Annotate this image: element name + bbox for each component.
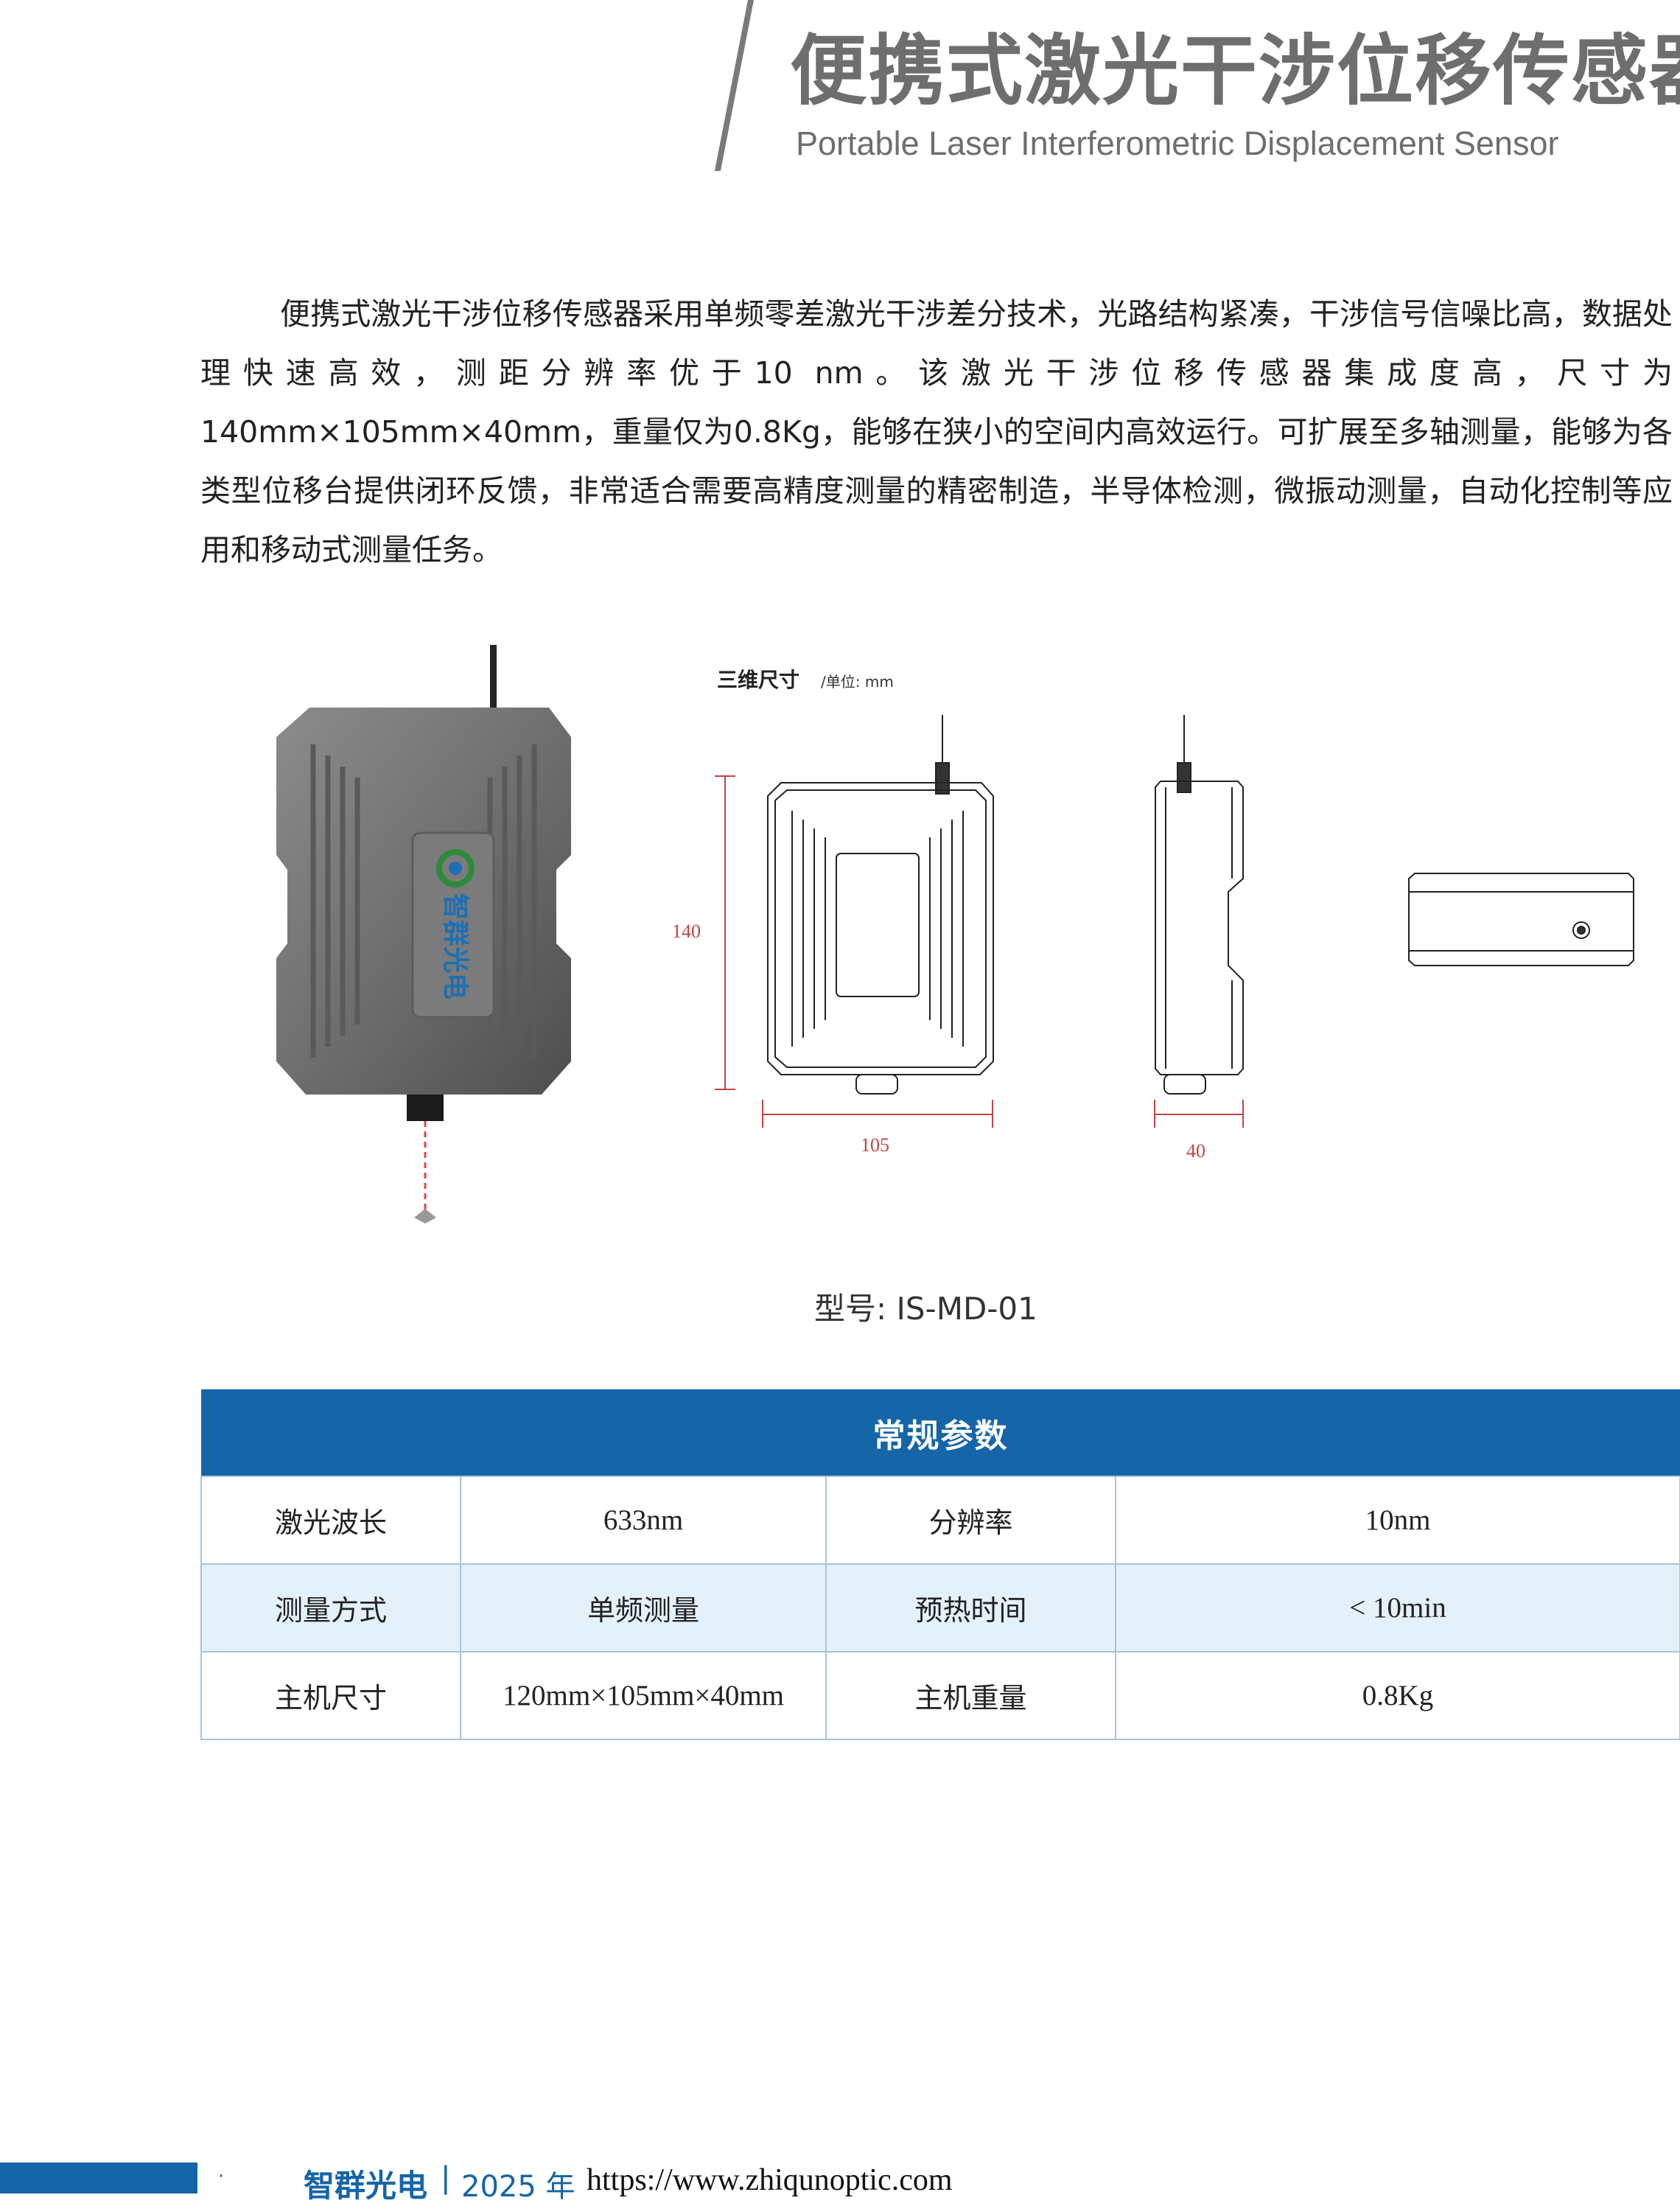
footer-year: 2025 年 (461, 2170, 575, 2204)
param-value: 120mm×105mm×40mm (460, 1651, 827, 1740)
table-row: 主机尺寸 120mm×105mm×40mm 主机重量 0.8Kg (200, 1651, 1680, 1740)
param-label: 激光波长 (200, 1476, 461, 1565)
footer-url-link[interactable]: https://www.zhiqunoptic.com (587, 2163, 953, 2197)
param-label: 测量方式 (200, 1563, 461, 1652)
page-title: 便携式激光干涉位移传感器 (790, 26, 1680, 116)
param-label: 预热时间 (825, 1563, 1116, 1652)
param-label: 主机尺寸 (200, 1651, 461, 1740)
device-logo-text: 智群光电 (440, 893, 470, 999)
footer-brand: 智群光电 (304, 2168, 428, 2204)
param-value: < 10min (1115, 1563, 1680, 1652)
table-row: 激光波长 633nm 分辨率 10nm (200, 1476, 1680, 1565)
top-view (1408, 873, 1634, 966)
footer-dots: · · (218, 2165, 391, 2188)
drawing-unit: /单位: mm (821, 673, 894, 691)
footer-separator: | (441, 2161, 451, 2195)
brand-logo-icon (436, 849, 475, 887)
device-photo: 智群光电 (276, 645, 571, 1224)
header-slash-decoration (714, 0, 754, 171)
param-value: 633nm (460, 1476, 827, 1565)
param-label: 分辨率 (825, 1476, 1116, 1565)
model-number: 型号: IS-MD-01 (814, 1291, 1037, 1327)
param-label: 主机重量 (825, 1651, 1116, 1740)
front-view (767, 715, 994, 1095)
footer-accent-bar (0, 2163, 197, 2193)
param-value: 单频测量 (460, 1563, 827, 1652)
dim-height-label: 140 (672, 921, 701, 942)
intro-paragraph: 便携式激光干涉位移传感器采用单频零差激光干涉差分技术，光路结构紧凑，干涉信号信噪… (200, 296, 1673, 568)
side-view (1155, 715, 1244, 1095)
dim-lines (715, 775, 1244, 1128)
table-row: 测量方式 单频测量 预热时间 < 10min (200, 1563, 1680, 1652)
drawing-title: 三维尺寸 (717, 668, 799, 692)
dimension-drawing: 三维尺寸 /单位: mm (672, 668, 1634, 1162)
dim-width-label: 105 (861, 1134, 889, 1156)
product-figure: 智群光电 三维尺寸 /单位: mm (276, 645, 1634, 1224)
param-value: 0.8Kg (1115, 1651, 1680, 1740)
params-table: 常规参数 激光波长 633nm 分辨率 10nm 测量方式 单频测量 预热时间 … (200, 1389, 1680, 1740)
table-title: 常规参数 (201, 1389, 1680, 1476)
dim-depth-label: 40 (1186, 1140, 1205, 1162)
page-subtitle: Portable Laser Interferometric Displacem… (796, 125, 1559, 162)
param-value: 10nm (1115, 1476, 1680, 1565)
